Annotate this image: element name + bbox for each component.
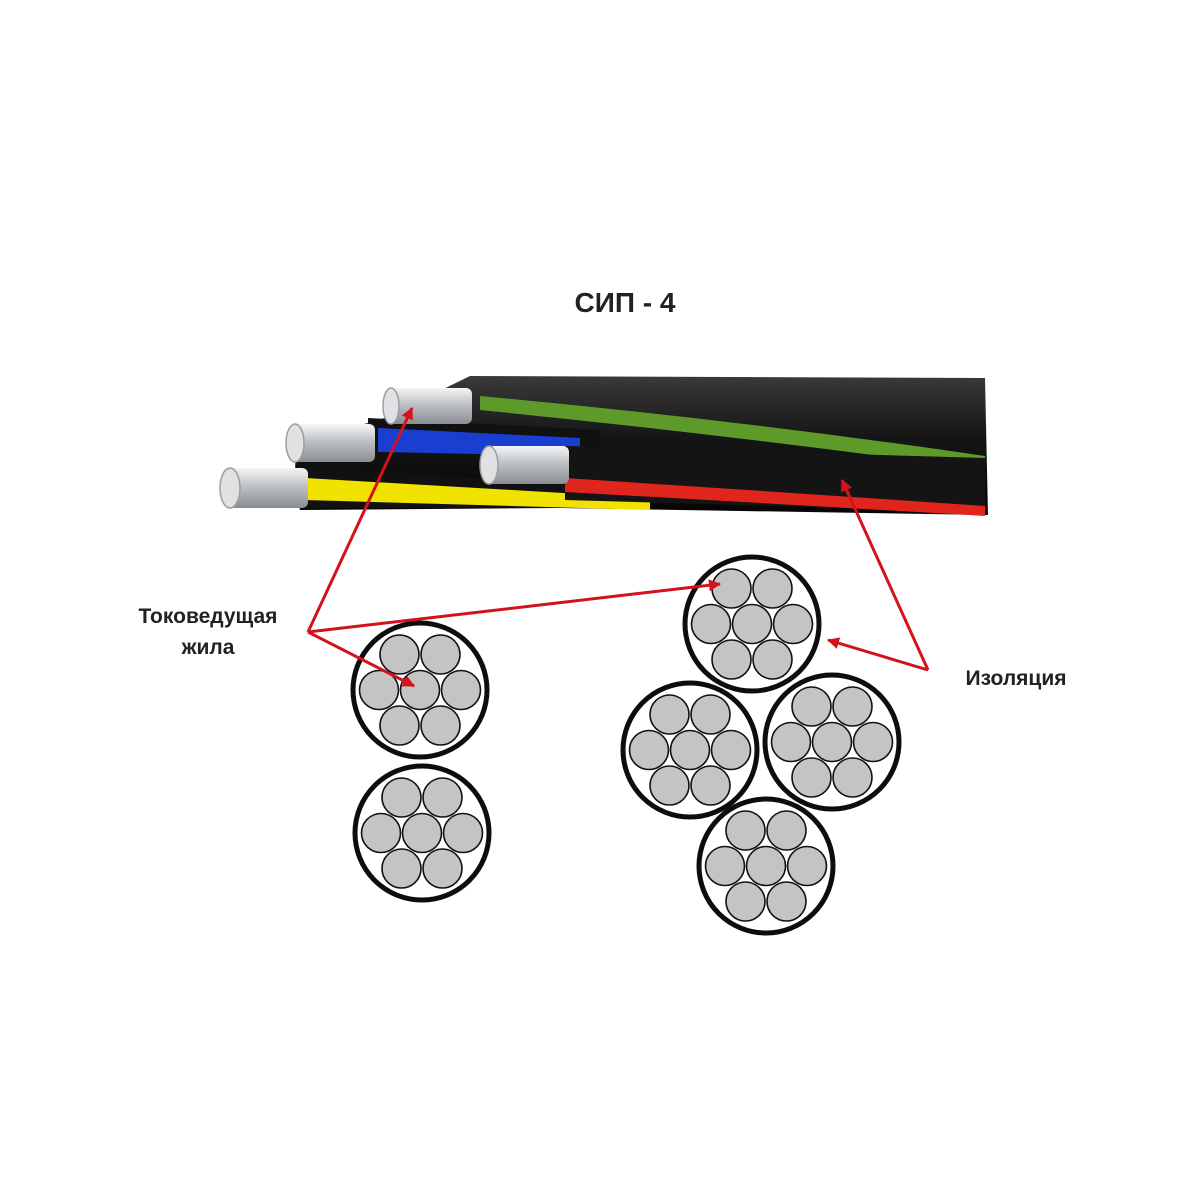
strand-wire: [422, 848, 463, 889]
arrow-insulation-to-cable: [840, 479, 930, 671]
strand-wire: [745, 845, 787, 887]
strand-wire: [690, 603, 732, 645]
strand-wire: [766, 810, 807, 851]
conductor-cross-section: [350, 620, 490, 760]
strand-wire: [379, 705, 420, 746]
strand-wire: [832, 686, 873, 727]
strand-wire: [704, 845, 746, 887]
strand-wire: [401, 812, 443, 854]
insulation-label: Изоляция: [966, 667, 1067, 690]
cable-bundle: [219, 376, 988, 516]
conductor-cross-section: [682, 554, 822, 694]
strand-wire: [772, 603, 814, 645]
conductor-cross-section: [352, 763, 492, 903]
strand-wire: [690, 694, 731, 735]
strand-wire: [669, 729, 711, 771]
strand-wire: [766, 881, 807, 922]
strand-wire: [832, 757, 873, 798]
yellow-stripe: [305, 478, 650, 510]
strand-wire: [725, 810, 766, 851]
conductor-cross-section: [696, 796, 836, 936]
conductor-label-line1: Токоведущая: [139, 605, 278, 628]
strand-wire: [770, 721, 812, 763]
callout-arrows: [306, 407, 930, 688]
strand-wire: [690, 765, 731, 806]
strand-wire: [791, 686, 832, 727]
conductor-yellow: [219, 466, 650, 510]
conductor-cross-section: [620, 680, 760, 820]
strand-wire: [752, 639, 793, 680]
strand-wire: [649, 765, 690, 806]
arrow-insulation-to-section: [827, 637, 929, 672]
green-stripe: [480, 396, 985, 470]
page-title: СИП - 4: [575, 287, 676, 318]
red-stripe: [565, 478, 985, 516]
arrow-conductor-to-right-section: [307, 579, 721, 634]
conductor-red: [479, 445, 985, 516]
strand-wire: [711, 639, 752, 680]
strand-wire: [628, 729, 670, 771]
strand-wire: [440, 669, 482, 711]
strand-wire: [786, 845, 828, 887]
strand-wire: [420, 634, 461, 675]
strand-wire: [731, 603, 773, 645]
strand-wire: [358, 669, 400, 711]
strand-wire: [649, 694, 690, 735]
conductor-cross-section: [762, 672, 902, 812]
strand-wire: [725, 881, 766, 922]
strand-wire: [379, 634, 420, 675]
strand-wire: [752, 568, 793, 609]
cross-sections: [350, 554, 902, 936]
arrow-conductor-to-left-section: [307, 630, 415, 688]
strand-wire: [381, 848, 422, 889]
strand-wire: [811, 721, 853, 763]
strand-wire: [442, 812, 484, 854]
strand-wire: [422, 777, 463, 818]
conductor-label-line2: жила: [181, 636, 235, 659]
strand-wire: [420, 705, 461, 746]
strand-wire: [710, 729, 752, 771]
strand-wire: [381, 777, 422, 818]
arrow-conductor-to-cable: [306, 407, 414, 633]
strand-wire: [711, 568, 752, 609]
strand-wire: [852, 721, 894, 763]
strand-wire: [360, 812, 402, 854]
strand-wire: [791, 757, 832, 798]
strand-wire: [399, 669, 441, 711]
